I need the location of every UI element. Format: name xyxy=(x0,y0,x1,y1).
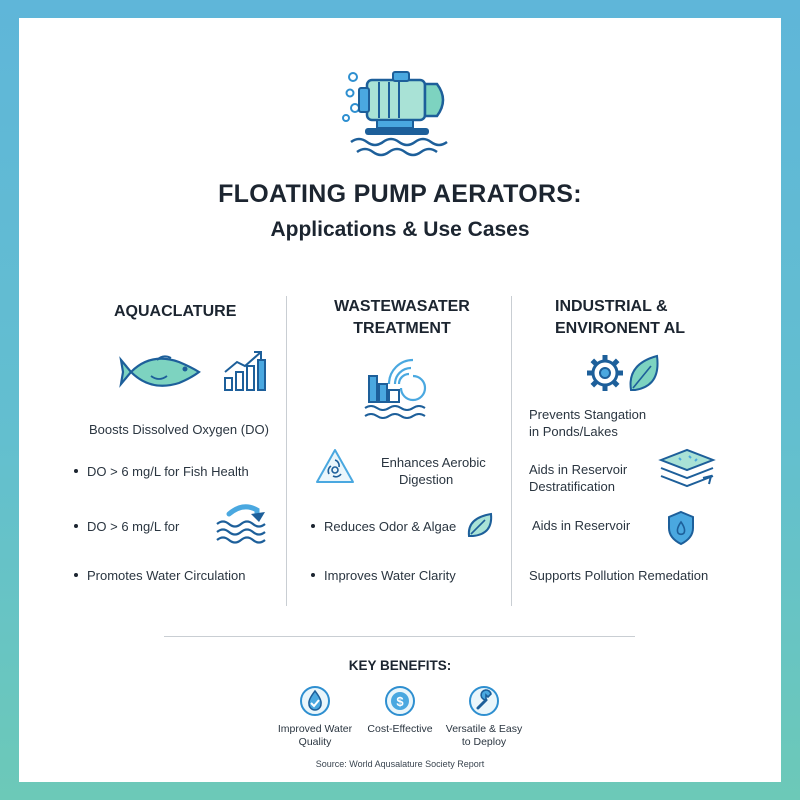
list-item: Aids in Reservoir xyxy=(532,518,631,533)
benefit-label-line: to Deploy xyxy=(461,736,507,748)
wave-arrow-icon xyxy=(216,504,266,544)
benefit-label-line: Quality xyxy=(298,736,332,748)
list-item: Improves Water Clarity xyxy=(311,567,456,584)
column-heading-industrial: INDUSTRIAL & ENVIRONENT AL xyxy=(555,296,685,340)
benefit-label: Improved Water Quality xyxy=(265,723,365,749)
shield-drop-icon xyxy=(668,510,694,546)
benefit-label: Cost-Effective xyxy=(350,723,450,736)
source-note: Source: World Aqusalature Society Report xyxy=(315,759,485,769)
treatment-plant-icon xyxy=(364,358,427,419)
gear-leaf-icon xyxy=(587,354,659,391)
svg-text:$: $ xyxy=(396,694,404,709)
column-heading-wastewater: WASTEWASATER TREATMENT xyxy=(327,296,477,340)
column-heading-line: WASTEWASATER xyxy=(334,298,470,315)
benefit-label: Versatile & Easy to Deploy xyxy=(434,723,534,749)
list-item: Destratification xyxy=(529,479,615,494)
section-divider xyxy=(164,636,635,637)
page-title: FLOATING PUMP AERATORS: xyxy=(218,180,582,208)
list-item: Supports Pollution Remedation xyxy=(529,568,709,583)
column-heading-line: TREATMENT xyxy=(353,320,451,337)
list-item: DO > 6 mg/L for Fish Health xyxy=(74,463,249,480)
wrench-icon xyxy=(469,686,499,716)
list-item: Aids in Reservoir xyxy=(529,462,628,477)
list-item: Prevents Stangation xyxy=(529,407,647,422)
list-item: Boosts Dissolved Oxygen (DO) xyxy=(89,422,269,437)
list-item: Promotes Water Circulation xyxy=(74,567,245,584)
column-heading-line: ENVIRONENT AL xyxy=(555,320,686,337)
floating-pump-icon xyxy=(342,71,448,157)
fish-icon xyxy=(119,355,201,388)
dollar-coin-icon: $ xyxy=(385,686,415,716)
list-item: Reduces Odor & Algae xyxy=(311,518,456,535)
list-item: DO > 6 mg/L for xyxy=(74,518,179,535)
leaf-icon xyxy=(467,512,493,537)
column-divider xyxy=(511,296,512,606)
page-subtitle: Applications & Use Cases xyxy=(270,218,530,241)
list-item: Enhances Aerobic xyxy=(381,455,486,470)
column-heading-line: INDUSTRIAL & xyxy=(555,298,668,315)
key-benefits-title: KEY BENEFITS: xyxy=(348,658,452,673)
benefit-label-line: Improved Water xyxy=(277,723,353,735)
growth-chart-icon xyxy=(224,351,266,391)
column-divider xyxy=(286,296,287,606)
column-heading-aquaculture: AQUACLATURE xyxy=(114,303,237,320)
biohazard-icon xyxy=(316,449,354,483)
benefit-label-line: Versatile & Easy xyxy=(445,723,523,735)
list-item: Digestion xyxy=(399,472,454,487)
layers-icon xyxy=(658,448,716,488)
water-drop-check-icon xyxy=(300,686,330,716)
benefit-label-line: Cost-Effective xyxy=(367,723,433,735)
infographic-card: FLOATING PUMP AERATORS: Applications & U… xyxy=(19,18,781,782)
list-item: in Ponds/Lakes xyxy=(529,424,618,439)
